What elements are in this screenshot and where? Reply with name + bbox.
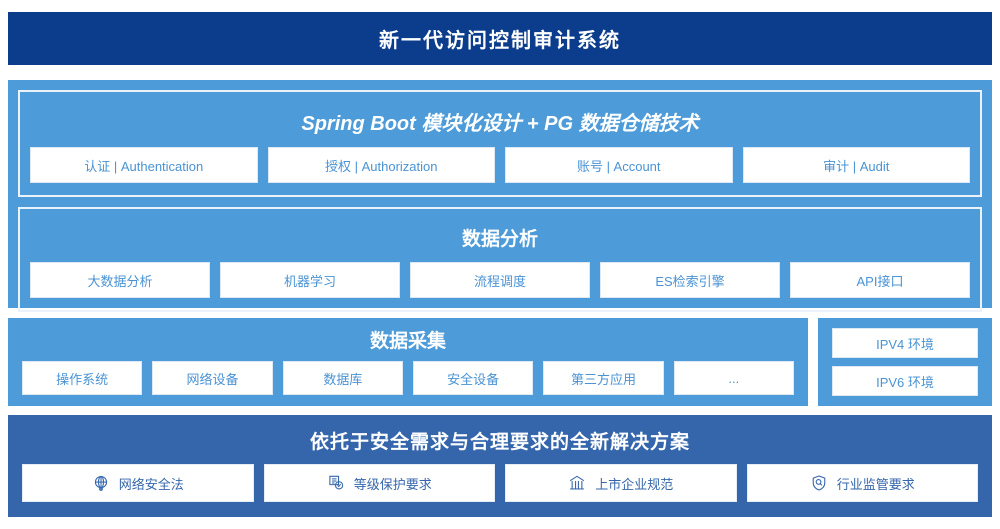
page-title: 新一代访问控制审计系统 — [379, 30, 621, 52]
compliance-label: 等级保护要求 — [353, 476, 432, 492]
compliance-card-industry-supervision[interactable]: 行业监管要求 — [746, 464, 978, 502]
source-card-third-party-app[interactable]: 第三方应用 — [543, 361, 664, 395]
compliance-label: 上市企业规范 — [595, 476, 674, 492]
source-card-network-device[interactable]: 网络设备 — [152, 361, 273, 395]
solution-panel: 依托于安全需求与合理要求的全新解决方案 网络安全法 — [8, 415, 992, 517]
analysis-card-machine-learning[interactable]: 机器学习 — [220, 262, 400, 298]
group-spring-boot: Spring Boot 模块化设计 + PG 数据仓储技术 认证 | Authe… — [18, 90, 982, 197]
analysis-card-es-search[interactable]: ES检索引擎 — [600, 262, 780, 298]
source-card-operating-system[interactable]: 操作系统 — [22, 361, 143, 395]
module-card-audit[interactable]: 审计 | Audit — [742, 147, 970, 183]
environment-card-ipv4[interactable]: IPV4 环境 — [832, 328, 978, 358]
analysis-card-api[interactable]: API接口 — [790, 262, 970, 298]
solution-title: 依托于安全需求与合理要求的全新解决方案 — [309, 432, 690, 453]
data-collection-title: 数据采集 — [369, 331, 446, 352]
application-layer-panel: Spring Boot 模块化设计 + PG 数据仓储技术 认证 | Authe… — [8, 80, 992, 312]
group-data-analysis-items: 大数据分析 机器学习 流程调度 ES检索引擎 API接口 — [30, 262, 970, 298]
compliance-card-cybersecurity-law[interactable]: 网络安全法 — [22, 464, 254, 502]
solution-items: 网络安全法 等级保护要求 — [8, 464, 992, 502]
globe-icon — [92, 474, 110, 492]
source-card-security-device[interactable]: 安全设备 — [412, 361, 534, 395]
environment-card-ipv6[interactable]: IPV6 环境 — [832, 366, 978, 396]
source-card-database[interactable]: 数据库 — [282, 361, 403, 395]
module-card-authorization[interactable]: 授权 | Authorization — [267, 147, 495, 183]
module-card-account[interactable]: 账号 | Account — [505, 147, 733, 183]
group-spring-boot-title: Spring Boot 模块化设计 + PG 数据仓储技术 — [301, 113, 699, 135]
analysis-card-bigdata[interactable]: 大数据分析 — [30, 262, 210, 298]
header-bar: 新一代访问控制审计系统 — [8, 12, 992, 65]
group-spring-boot-items: 认证 | Authentication 授权 | Authorization 账… — [30, 147, 970, 183]
analysis-card-process-scheduling[interactable]: 流程调度 — [410, 262, 590, 298]
environment-panel: IPV4 环境 IPV6 环境 — [818, 318, 992, 406]
data-collection-items: 操作系统 网络设备 数据库 安全设备 第三方应用 ... — [8, 361, 808, 409]
shield-search-icon — [810, 474, 828, 492]
document-check-icon — [327, 474, 345, 492]
group-data-analysis-title: 数据分析 — [461, 229, 538, 250]
compliance-label: 网络安全法 — [118, 476, 184, 492]
bank-building-icon — [568, 474, 586, 492]
compliance-label: 行业监管要求 — [836, 476, 915, 492]
group-data-analysis: 数据分析 大数据分析 机器学习 流程调度 ES检索引擎 API接口 — [18, 207, 982, 312]
source-card-more[interactable]: ... — [673, 361, 794, 395]
compliance-card-classified-protection[interactable]: 等级保护要求 — [263, 464, 495, 502]
data-collection-panel: 数据采集 操作系统 网络设备 数据库 安全设备 第三方应用 ... — [8, 318, 808, 406]
module-card-authentication[interactable]: 认证 | Authentication — [30, 147, 258, 183]
compliance-card-listed-enterprise[interactable]: 上市企业规范 — [505, 464, 737, 502]
